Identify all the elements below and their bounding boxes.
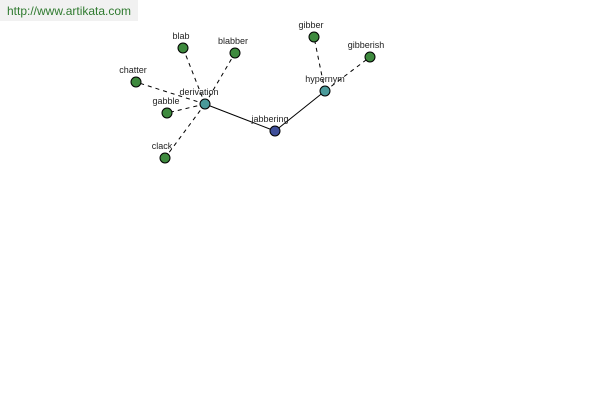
site-url-link[interactable]: http://www.artikata.com (7, 4, 132, 18)
graph-nodes (130, 31, 376, 164)
term-label-chatter: chatter (119, 65, 147, 75)
term-node-blab[interactable] (177, 42, 189, 54)
relation-node-hypernym[interactable] (319, 85, 331, 97)
term-label-blab: blab (172, 31, 189, 41)
term-label-clack: clack (152, 141, 173, 151)
relation-label-hypernym: hypernym (305, 74, 345, 84)
center-node[interactable] (269, 125, 281, 137)
site-banner: http://www.artikata.com (0, 0, 138, 21)
relation-node-derivation[interactable] (199, 98, 211, 110)
edge-hypernym-gibberish (324, 56, 371, 92)
term-label-gibberish: gibberish (348, 40, 385, 50)
term-node-blabber[interactable] (229, 47, 241, 59)
edge-derivation-blabber (204, 52, 236, 105)
term-label-gibber: gibber (298, 20, 323, 30)
term-node-gibber[interactable] (308, 31, 320, 43)
term-node-gibberish[interactable] (364, 51, 376, 63)
edge-derivation-blab (182, 47, 206, 105)
center-label: jabbering (250, 114, 288, 124)
edge-center-hypernym (274, 90, 326, 132)
edge-derivation-clack (164, 103, 206, 159)
relation-label-derivation: derivation (179, 87, 218, 97)
term-label-blabber: blabber (218, 36, 248, 46)
term-label-gabble: gabble (152, 96, 179, 106)
graph-edges (135, 36, 371, 159)
term-node-chatter[interactable] (130, 76, 142, 88)
edge-center-derivation (204, 103, 276, 132)
edge-derivation-gabble (166, 103, 206, 114)
edge-hypernym-gibber (313, 36, 326, 92)
term-node-gabble[interactable] (161, 107, 173, 119)
graph-labels: blab blabber chatter gabble clack derivation g… (119, 20, 384, 151)
term-node-clack[interactable] (159, 152, 171, 164)
